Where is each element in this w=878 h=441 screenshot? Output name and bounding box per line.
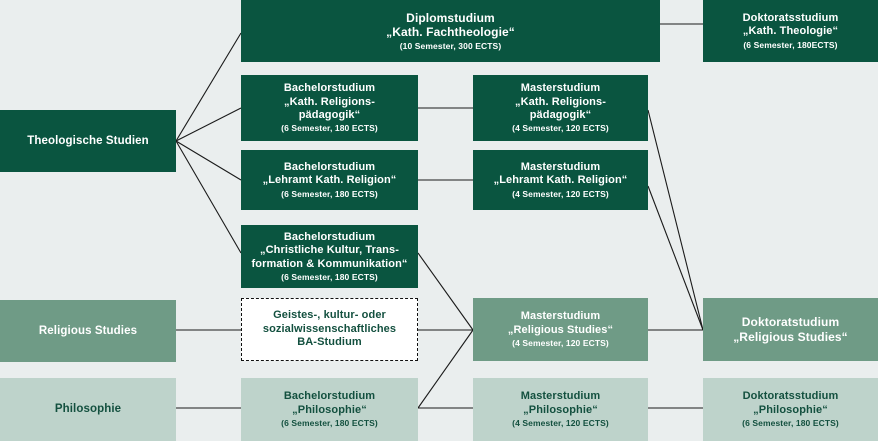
program-line2: „Kath. Fachtheologie“ <box>386 25 515 40</box>
program-ects: (4 Semester, 120 ECTS) <box>512 188 609 199</box>
category-label: Theologische Studien <box>27 134 149 147</box>
program-line1: Masterstudium <box>520 390 601 403</box>
category-philosophie[interactable]: Philosophie <box>0 378 176 441</box>
program-ects: (10 Semester, 300 ECTS) <box>399 40 502 51</box>
program-line2: „Philosophie“ <box>523 403 598 416</box>
program-line2: „Philosophie“ <box>292 403 367 416</box>
program-ects: (4 Semester, 120 ECTS) <box>512 338 609 349</box>
link-theologische-to-ba-cck <box>175 140 242 254</box>
program-master-religious-studies[interactable]: Masterstudium „Religious Studies“ (4 Sem… <box>473 298 648 361</box>
program-line2: „Religious Studies“ <box>507 323 614 336</box>
program-line2: „Christliche Kultur, Trans- <box>259 244 399 257</box>
program-master-lehramt-kath-religion[interactable]: Masterstudium „Lehramt Kath. Religion“ (… <box>473 150 648 210</box>
program-line2: „Kath. Theologie“ <box>742 25 839 38</box>
link-ma-krp-to-doktorat-rs <box>647 109 704 331</box>
program-line1: Bachelorstudium <box>283 390 376 403</box>
program-bachelor-lehramt-kath-religion[interactable]: Bachelorstudium „Lehramt Kath. Religion“… <box>241 150 418 210</box>
program-line1: Doktoratstudium <box>741 314 840 329</box>
category-label: Religious Studies <box>38 324 138 337</box>
program-ects: (6 Semester, 180 ECTS) <box>281 188 378 199</box>
link-ma-lehramt-to-doktorat-rs <box>647 185 704 331</box>
program-master-philosophie[interactable]: Masterstudium „Philosophie“ (4 Semester,… <box>473 378 648 441</box>
program-line2: „Religious Studies“ <box>733 329 848 344</box>
link-ba-cck-to-ma-rs <box>417 252 474 331</box>
program-doktorat-philosophie[interactable]: Doktoratsstudium „Philosophie“ (6 Semest… <box>703 378 878 441</box>
link-theologische-to-diplom <box>175 32 242 142</box>
program-ects: (6 Semester, 180 ECTS) <box>742 418 839 429</box>
program-line2: „Lehramt Kath. Religion“ <box>493 174 628 187</box>
program-line3: BA-Studium <box>297 336 362 349</box>
program-ects: (6 Semester, 180 ECTS) <box>281 123 378 134</box>
program-line1: Masterstudium <box>520 310 601 323</box>
program-line2: „Kath. Religions- <box>515 95 606 108</box>
program-bachelor-kath-religionspaedagogik[interactable]: Bachelorstudium „Kath. Religions- pädago… <box>241 75 418 141</box>
program-line3: pädagogik“ <box>529 109 592 122</box>
program-line1: Masterstudium <box>520 82 601 95</box>
program-ects: (4 Semester, 120 ECTS) <box>512 123 609 134</box>
category-religious-studies[interactable]: Religious Studies <box>0 300 176 362</box>
program-bachelor-philosophie[interactable]: Bachelorstudium „Philosophie“ (6 Semeste… <box>241 378 418 441</box>
link-theologische-to-ba-lehramt <box>175 140 242 181</box>
program-line1: Geistes-, kultur- oder <box>273 309 386 322</box>
program-ba-studium-generisch[interactable]: Geistes-, kultur- oder sozialwissenschaf… <box>241 298 418 361</box>
program-line1: Doktoratsstudium <box>742 390 839 403</box>
program-master-kath-religionspaedagogik[interactable]: Masterstudium „Kath. Religions- pädagogi… <box>473 75 648 141</box>
program-line3: formation & Kommunikation“ <box>251 257 408 270</box>
program-ects: (6 Semester, 180ECTS) <box>743 39 838 50</box>
program-line2: „Philosophie“ <box>753 403 828 416</box>
category-label: Philosophie <box>54 403 122 416</box>
program-line2: „Kath. Religions- <box>284 95 375 108</box>
category-theologische-studien[interactable]: Theologische Studien <box>0 110 176 172</box>
program-line3: pädagogik“ <box>298 109 361 122</box>
program-line1: Masterstudium <box>520 160 601 173</box>
program-ects: (6 Semester, 180 ECTS) <box>281 418 378 429</box>
program-line1: Bachelorstudium <box>283 82 376 95</box>
program-doktorat-kath-theologie[interactable]: Doktoratsstudium „Kath. Theologie“ (6 Se… <box>703 0 878 62</box>
program-line2: „Lehramt Kath. Religion“ <box>262 174 397 187</box>
program-doktorat-religious-studies[interactable]: Doktoratstudium „Religious Studies“ <box>703 298 878 361</box>
program-line1: Doktoratsstudium <box>742 11 839 24</box>
program-ects: (4 Semester, 120 ECTS) <box>512 418 609 429</box>
program-line1: Bachelorstudium <box>283 230 376 243</box>
program-diplom-kath-fachtheologie[interactable]: Diplomstudium „Kath. Fachtheologie“ (10 … <box>241 0 660 62</box>
program-line1: Diplomstudium <box>406 10 495 25</box>
program-ects: (6 Semester, 180 ECTS) <box>281 271 378 282</box>
link-ba-philosophie-to-ma-rs <box>417 329 474 409</box>
link-theologische-to-ba-krp <box>175 107 242 142</box>
program-bachelor-christliche-kultur[interactable]: Bachelorstudium „Christliche Kultur, Tra… <box>241 225 418 288</box>
program-line1: Bachelorstudium <box>283 160 376 173</box>
program-line2: sozialwissenschaftliches <box>262 322 397 335</box>
